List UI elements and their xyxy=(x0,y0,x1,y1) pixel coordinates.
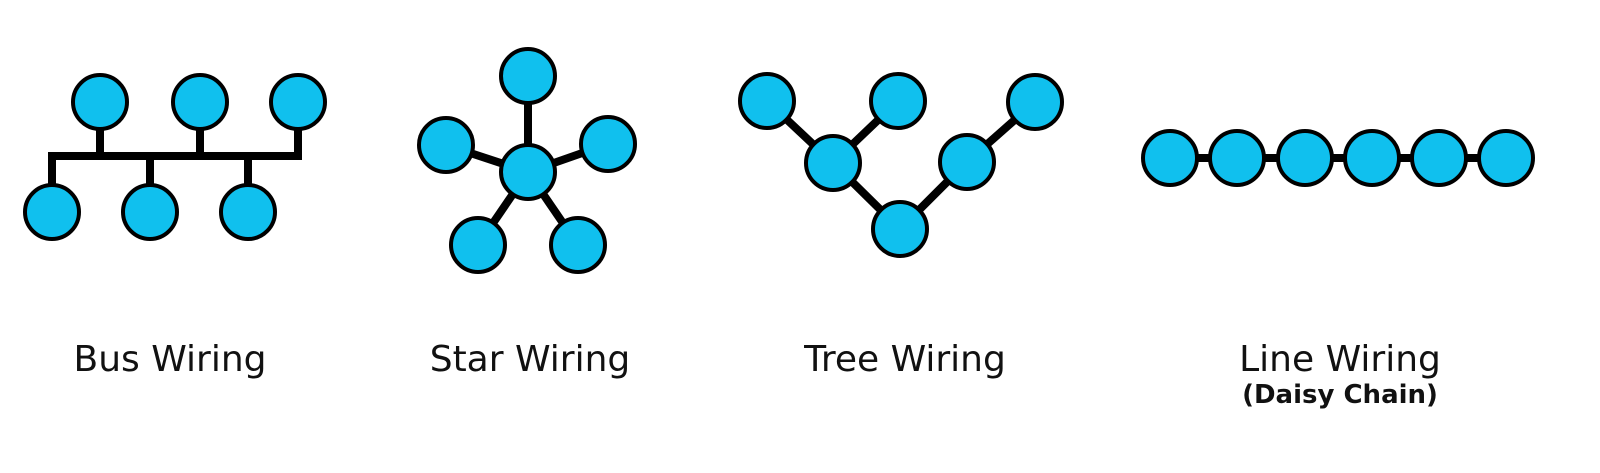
bus-node xyxy=(269,73,327,131)
tree-node xyxy=(938,133,996,191)
chain-node xyxy=(1477,129,1535,187)
chain-node xyxy=(1141,129,1199,187)
chain-node xyxy=(1276,129,1334,187)
tree-wiring-title: Tree Wiring xyxy=(804,339,1006,380)
star-node xyxy=(579,115,637,173)
bus-topology xyxy=(23,73,327,241)
tree-wiring-label: Tree Wiring xyxy=(770,340,1040,380)
line-wiring-title: Line Wiring xyxy=(1239,339,1441,380)
chain-node xyxy=(1208,129,1266,187)
tree-node xyxy=(869,72,927,130)
line-wiring-label: Line Wiring (Daisy Chain) xyxy=(1180,339,1500,411)
chain-node xyxy=(1410,129,1468,187)
bus-node xyxy=(171,73,229,131)
tree-node xyxy=(738,72,796,130)
star-wiring-title: Star Wiring xyxy=(429,339,631,380)
tree-node xyxy=(1006,73,1064,131)
bus-node xyxy=(71,73,129,131)
star-node xyxy=(449,216,507,274)
star-node xyxy=(417,116,475,174)
bus-node xyxy=(219,183,277,241)
star-node xyxy=(499,47,557,105)
bus-wiring-title: Bus Wiring xyxy=(73,339,267,380)
bus-node xyxy=(23,183,81,241)
star-topology xyxy=(417,47,637,274)
star-wiring-label: Star Wiring xyxy=(400,340,660,380)
star-node xyxy=(549,216,607,274)
line-topology xyxy=(1141,129,1535,187)
tree-topology xyxy=(738,72,1064,258)
star-hub-node xyxy=(499,143,557,201)
tree-node xyxy=(804,134,862,192)
daisy-chain-subtitle: (Daisy Chain) xyxy=(1242,380,1438,410)
chain-node xyxy=(1343,129,1401,187)
bus-node xyxy=(121,183,179,241)
bus-wiring-label: Bus Wiring xyxy=(40,340,300,380)
tree-root-node xyxy=(871,200,929,258)
